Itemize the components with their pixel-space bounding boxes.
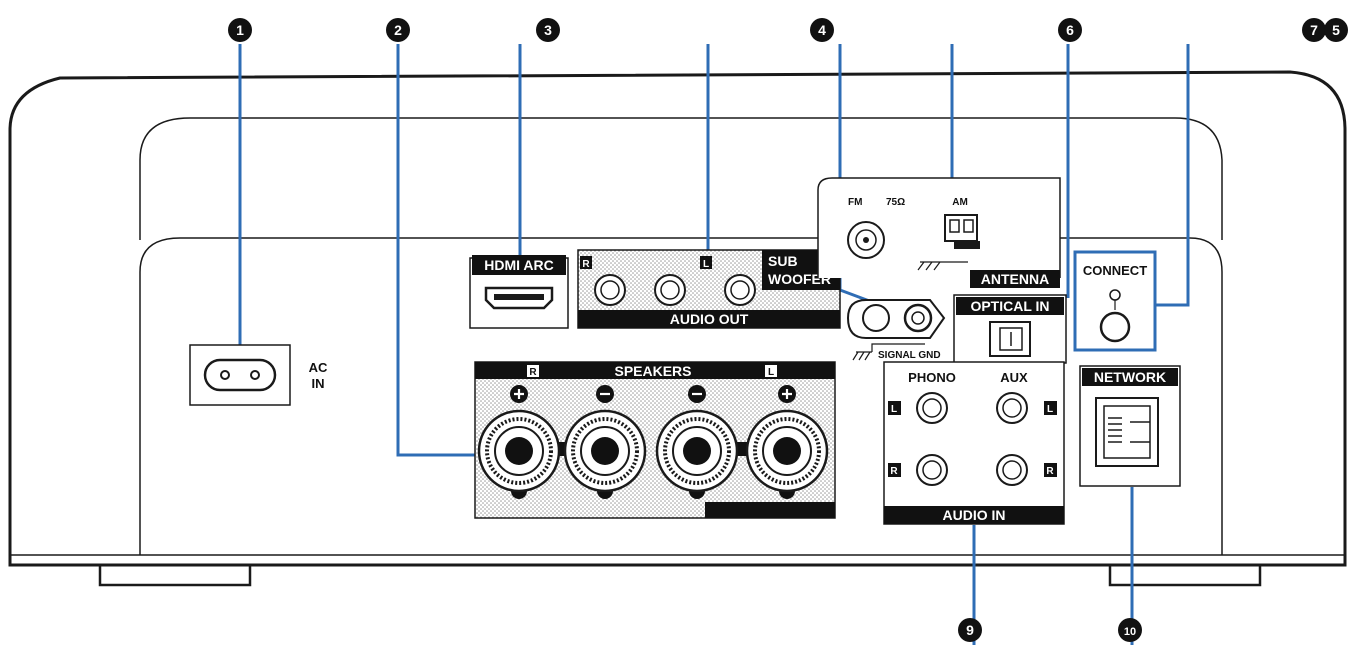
- callout-2: 2: [386, 18, 410, 42]
- audio-out-panel: [577, 249, 841, 329]
- speakers-l-mark: L: [768, 367, 774, 378]
- speaker-terminal-l-plus: [745, 385, 829, 499]
- antenna-label: ANTENNA: [981, 271, 1049, 287]
- hdmi-arc-label: HDMI ARC: [484, 257, 553, 273]
- subwoofer-label-2: WOOFER: [768, 271, 831, 287]
- audio-in-panel: [883, 361, 1065, 525]
- svg-text:6: 6: [1066, 22, 1074, 38]
- svg-text:9: 9: [966, 622, 974, 638]
- callout-3: 3: [536, 18, 560, 42]
- ohm-label: 75Ω: [886, 197, 905, 208]
- svg-text:10: 10: [1124, 626, 1136, 638]
- callout-1: 1: [228, 18, 252, 42]
- aux-label: AUX: [1000, 370, 1028, 385]
- ac-in-label-1: AC: [309, 360, 328, 375]
- connect-button: [1073, 250, 1157, 352]
- ac-in-label-2: IN: [312, 376, 325, 391]
- callout-5: 5: [1324, 18, 1348, 42]
- audio-in-label: AUDIO IN: [943, 507, 1006, 523]
- signal-gnd-terminal: [846, 299, 946, 361]
- callout-6: 6: [1058, 18, 1082, 42]
- fm-label: FM: [848, 197, 862, 208]
- optical-in-label: OPTICAL IN: [970, 298, 1049, 314]
- connect-label: CONNECT: [1083, 263, 1147, 278]
- network-port: [1079, 365, 1181, 487]
- speaker-terminal-r-plus: [477, 385, 561, 499]
- svg-text:7: 7: [1310, 22, 1318, 38]
- svg-text:1: 1: [236, 22, 244, 38]
- audio-out-label: AUDIO OUT: [670, 311, 749, 327]
- phono-l-mark: L: [891, 404, 897, 415]
- subwoofer-label-1: SUB: [768, 253, 798, 269]
- hdmi-arc-port: [469, 255, 569, 329]
- antenna-panel: [817, 177, 1061, 288]
- svg-text:2: 2: [394, 22, 402, 38]
- callout-7: 7: [1302, 18, 1326, 42]
- phono-r-mark: R: [890, 466, 898, 477]
- aux-l-mark: L: [1047, 404, 1053, 415]
- audio-out-r-mark: R: [582, 259, 590, 270]
- svg-text:4: 4: [818, 22, 826, 38]
- callout-10: 10: [1118, 618, 1142, 642]
- speakers-label: SPEAKERS: [614, 363, 691, 379]
- svg-text:5: 5: [1332, 22, 1340, 38]
- callout-9: 9: [958, 618, 982, 642]
- chassis: [8, 70, 1347, 587]
- leader-lines: [238, 44, 1190, 645]
- optical-in-port: [953, 294, 1067, 364]
- svg-text:3: 3: [544, 22, 552, 38]
- phono-label: PHONO: [908, 370, 956, 385]
- aux-r-mark: R: [1046, 466, 1054, 477]
- speaker-terminal-r-minus: [563, 385, 647, 499]
- ac-inlet: [189, 344, 291, 406]
- am-label: AM: [952, 197, 968, 208]
- speaker-terminal-l-minus: [655, 385, 739, 499]
- signal-gnd-label: SIGNAL GND: [878, 350, 941, 361]
- callout-4: 4: [810, 18, 834, 42]
- audio-out-l-mark: L: [703, 259, 709, 270]
- network-label: NETWORK: [1094, 369, 1166, 385]
- speakers-r-mark: R: [529, 367, 537, 378]
